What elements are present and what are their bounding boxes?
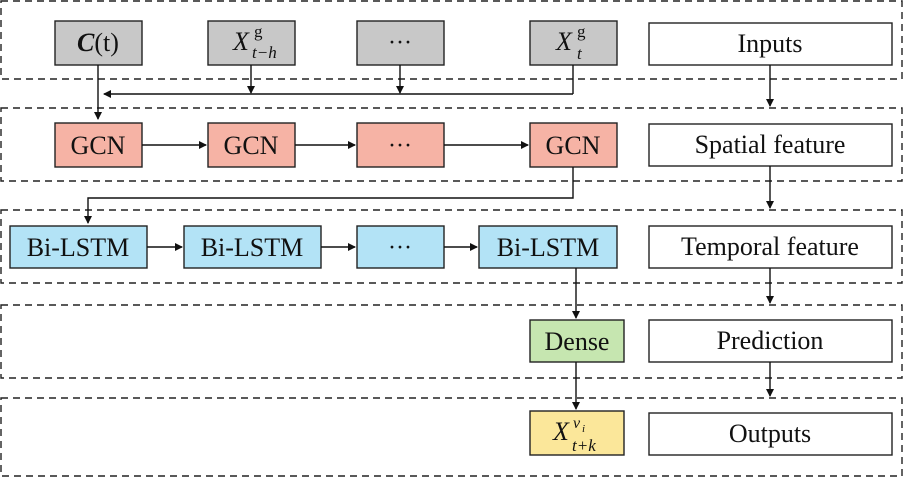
- band-prediction: [0, 304, 903, 379]
- stage-outputs-label: Outputs: [729, 419, 811, 448]
- input-xh-sub: t−h: [252, 43, 277, 62]
- band-spatial: [0, 107, 903, 182]
- stage-spatial: Spatial feature: [648, 123, 893, 167]
- gcn-label-1: GCN: [71, 131, 126, 160]
- dense-box: Dense: [529, 319, 625, 363]
- input-ct-main: C: [77, 28, 95, 57]
- svg-text:C(t): C(t): [77, 28, 119, 57]
- band-temporal: [0, 209, 903, 284]
- output-sub: t+k: [572, 436, 596, 455]
- gcn-label-3: ···: [388, 133, 412, 159]
- lstm-box-2: Bi-LSTM: [183, 225, 322, 269]
- gcn-label-4: GCN: [546, 131, 601, 160]
- gcn-label-2: GCN: [224, 131, 279, 160]
- output-sup-sub: i: [582, 423, 585, 435]
- stage-inputs-label: Inputs: [738, 29, 803, 58]
- output-base: X: [552, 417, 570, 446]
- input-xt-sup: g: [577, 22, 586, 41]
- input-ct-box: C(t): [54, 20, 143, 66]
- gcn-box-3: ···: [356, 122, 445, 168]
- gcn-box-2: GCN: [207, 122, 296, 168]
- stage-temporal-label: Temporal feature: [681, 232, 859, 261]
- stage-prediction: Prediction: [648, 319, 893, 363]
- lstm-label-3: ···: [388, 235, 412, 261]
- input-ct-rest: (t): [94, 28, 119, 57]
- dense-label: Dense: [545, 327, 610, 356]
- lstm-box-3: ···: [356, 225, 445, 269]
- band-inputs: [0, 0, 903, 80]
- gcn-box-1: GCN: [54, 122, 143, 168]
- input-xt-box: X g t: [529, 20, 618, 66]
- input-dots-box: ···: [356, 20, 445, 66]
- input-xt-sub: t: [577, 44, 583, 63]
- stage-prediction-label: Prediction: [717, 326, 824, 355]
- gcn-box-4: GCN: [529, 122, 618, 168]
- stage-inputs: Inputs: [648, 22, 893, 66]
- lstm-label-4: Bi-LSTM: [497, 233, 600, 262]
- stage-outputs: Outputs: [648, 412, 893, 456]
- stage-temporal: Temporal feature: [648, 225, 893, 269]
- band-outputs: [0, 397, 903, 477]
- lstm-box-4: Bi-LSTM: [478, 225, 618, 269]
- input-xt-base: X: [555, 27, 573, 56]
- input-xh-box: X g t−h: [207, 20, 296, 66]
- output-box: X v i t+k: [529, 410, 625, 456]
- input-dots: ···: [388, 30, 412, 56]
- input-xh-sup: g: [254, 22, 263, 41]
- lstm-label-1: Bi-LSTM: [27, 233, 130, 262]
- lstm-label-2: Bi-LSTM: [201, 233, 304, 262]
- lstm-box-1: Bi-LSTM: [9, 225, 148, 269]
- stage-spatial-label: Spatial feature: [695, 130, 846, 159]
- output-sup: v: [573, 415, 581, 432]
- input-xh-base: X: [232, 27, 250, 56]
